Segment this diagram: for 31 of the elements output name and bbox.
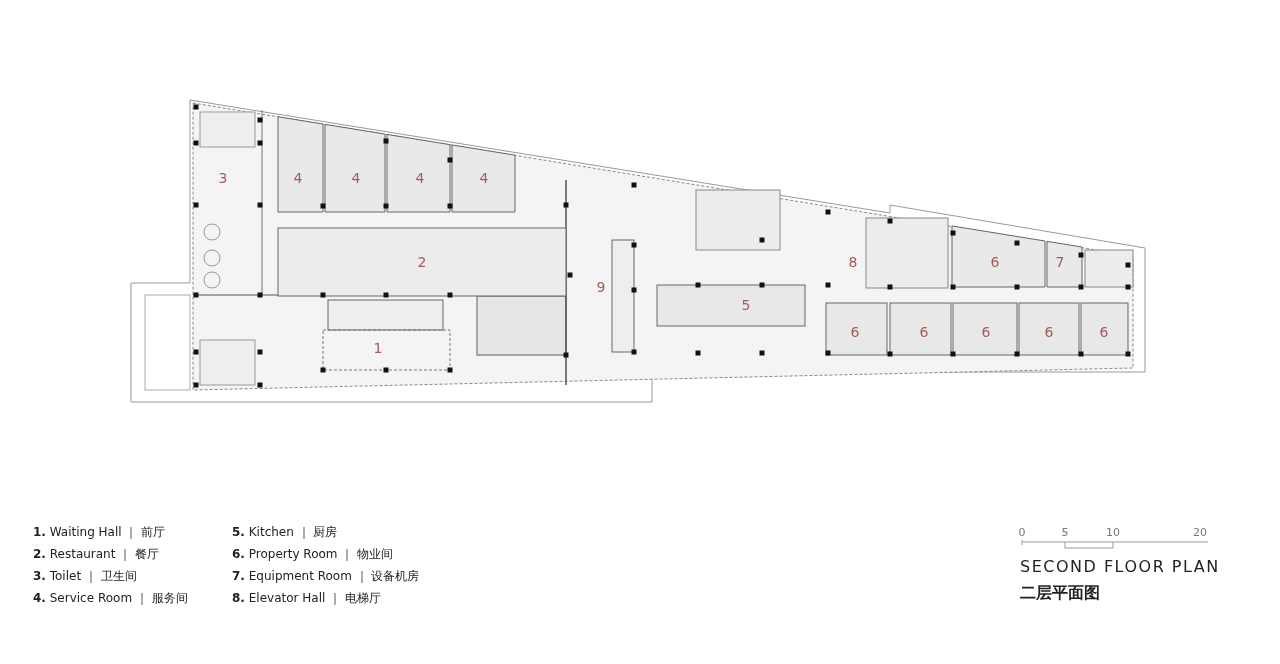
legend-item: 8. Elevator Hall ｜ 电梯厅: [232, 590, 381, 606]
room-area: 1: [323, 330, 450, 370]
legend-item: 5. Kitchen ｜ 厨房: [232, 524, 338, 540]
scale-number: 5: [1061, 526, 1069, 539]
room-area: 6: [890, 303, 951, 355]
room-area: 8: [830, 240, 864, 285]
room-area: 2: [278, 228, 566, 296]
room-area: 3: [193, 150, 262, 200]
legend-item: 1. Waiting Hall ｜ 前厅: [33, 524, 166, 540]
room-area: 6: [952, 225, 1045, 287]
scale-number: 10: [1106, 526, 1120, 539]
legend-item: 7. Equipment Room ｜ 设备机房: [232, 568, 420, 584]
room-area: 6: [1081, 303, 1128, 355]
room-area: 6: [826, 303, 887, 355]
room-area: 4: [325, 124, 385, 212]
plan-title: SECOND FLOOR PLAN: [1020, 557, 1220, 577]
room-area: 6: [1019, 303, 1079, 355]
room-area: 4: [452, 144, 515, 212]
room-area: 9: [568, 262, 612, 355]
room-area: 7: [1047, 241, 1082, 287]
legend-item: 4. Service Room ｜ 服务间: [33, 590, 188, 606]
legend-item: 2. Restaurant ｜ 餐厅: [33, 546, 160, 562]
room-area: 4: [278, 116, 323, 212]
plan-subtitle: 二层平面图: [1020, 583, 1100, 603]
room-area: 5: [657, 285, 805, 326]
legend-item: 3. Toilet ｜ 卫生间: [33, 568, 137, 584]
scale-number: 20: [1193, 526, 1207, 539]
room-area: 4: [387, 134, 450, 212]
legend-item: 6. Property Room ｜ 物业间: [232, 546, 394, 562]
scale-number: 0: [1018, 526, 1026, 539]
room-area: 6: [953, 303, 1017, 355]
